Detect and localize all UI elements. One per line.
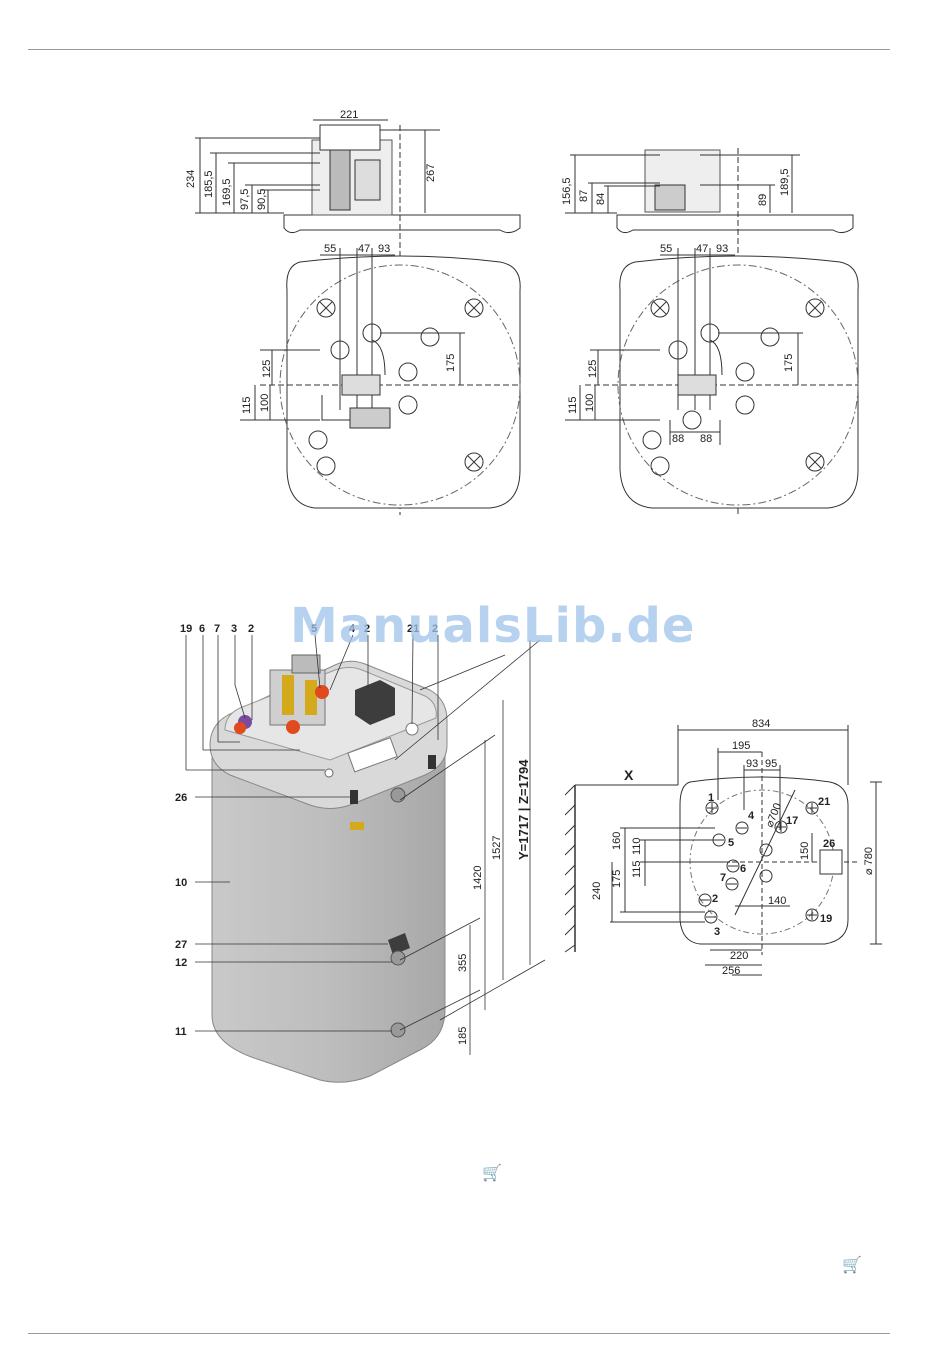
fp-label-4: 4 <box>748 810 755 822</box>
dim-89: 89 <box>757 194 769 206</box>
dim-88-right: 88 <box>700 433 712 445</box>
tank-illustration <box>210 655 447 1082</box>
dim-150: 150 <box>799 842 811 860</box>
dim-87: 87 <box>578 190 590 202</box>
dim-256: 256 <box>722 965 740 977</box>
top-left-elevation-dims: 234 185,5 169,5 97,5 90,5 221 267 <box>185 109 437 210</box>
dim-93: 93 <box>746 758 758 770</box>
dim-95: 95 <box>765 758 777 770</box>
dim-125: 125 <box>261 360 273 378</box>
dim-115: 115 <box>631 860 643 878</box>
dim-175: 175 <box>611 870 623 888</box>
dim-189-5: 189,5 <box>779 168 791 196</box>
dim-115: 115 <box>567 396 579 414</box>
label-26: 26 <box>175 792 187 804</box>
fp-label-19: 19 <box>820 913 832 925</box>
dim-84: 84 <box>595 193 607 205</box>
dim-93: 93 <box>378 243 390 255</box>
label-10: 10 <box>175 877 187 889</box>
dim-93: 93 <box>716 243 728 255</box>
fp-label-7: 7 <box>720 872 726 884</box>
dim-y-z: Y=1717 | Z=1794 <box>516 759 531 860</box>
dim-834: 834 <box>752 718 770 730</box>
label-19: 19 <box>180 623 192 635</box>
dim-1527: 1527 <box>491 836 503 860</box>
fp-label-26: 26 <box>823 838 835 850</box>
fp-label-3: 3 <box>714 926 720 938</box>
fp-label-21: 21 <box>818 796 830 808</box>
dim-47: 47 <box>358 243 370 255</box>
label-2: 2 <box>248 623 254 635</box>
fp-label-5: 5 <box>728 837 734 849</box>
dim-88-left: 88 <box>672 433 684 445</box>
dim-355: 355 <box>457 954 469 972</box>
label-7: 7 <box>214 623 220 635</box>
x-label: X <box>624 767 634 783</box>
fp-label-1: 1 <box>708 792 714 804</box>
dim-195: 195 <box>732 740 750 752</box>
shopping-cart-icon[interactable]: 🛒 <box>842 1255 862 1275</box>
dim-160: 160 <box>611 832 623 850</box>
label-11: 11 <box>175 1026 187 1038</box>
dim-140: 140 <box>768 895 786 907</box>
watermark: ManualsLib.de <box>290 598 695 654</box>
fp-label-17: 17 <box>786 815 798 827</box>
dim-240: 240 <box>591 882 603 900</box>
dim-1420: 1420 <box>472 866 484 890</box>
tank-height-dims: 1420 1527 Y=1717 | Z=1794 355 185 <box>457 759 531 1045</box>
label-3: 3 <box>231 623 237 635</box>
dim-267: 267 <box>425 164 437 182</box>
dim-234: 234 <box>185 170 197 188</box>
dim-55: 55 <box>324 243 336 255</box>
dim-55: 55 <box>660 243 672 255</box>
dim-97-5: 97,5 <box>239 189 251 210</box>
dim-115: 115 <box>241 396 253 414</box>
dim-156-5: 156,5 <box>561 177 573 205</box>
dim-100: 100 <box>584 394 596 412</box>
top-right-plan <box>565 248 858 508</box>
dim-90-5: 90,5 <box>256 189 268 210</box>
dim-169-5: 169,5 <box>221 178 233 206</box>
dim-110: 110 <box>631 837 643 855</box>
dim-220: 220 <box>730 950 748 962</box>
dim-185-5: 185,5 <box>203 170 215 198</box>
label-12: 12 <box>175 957 187 969</box>
dim-221: 221 <box>340 109 358 121</box>
dim-185: 185 <box>457 1027 469 1045</box>
dim-47: 47 <box>696 243 708 255</box>
dim-175: 175 <box>445 354 457 372</box>
fp-label-2: 2 <box>712 893 718 905</box>
dim-175: 175 <box>783 354 795 372</box>
dim-780: ⌀ 780 <box>863 847 875 875</box>
top-left-plan <box>240 248 520 508</box>
dim-100: 100 <box>259 394 271 412</box>
fp-label-6: 6 <box>740 863 746 875</box>
dim-125: 125 <box>587 360 599 378</box>
label-6: 6 <box>199 623 205 635</box>
shopping-cart-icon[interactable]: 🛒 <box>482 1163 502 1183</box>
label-27: 27 <box>175 939 187 951</box>
